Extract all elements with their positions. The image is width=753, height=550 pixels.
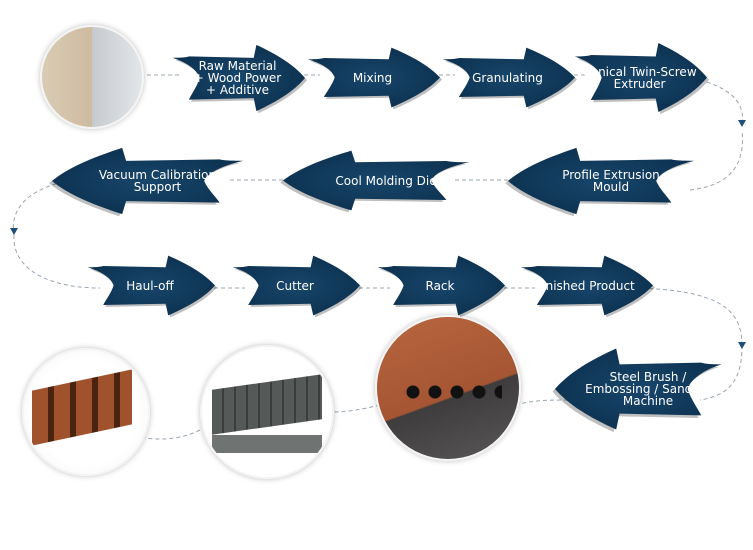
step-label: Rack [425,278,455,293]
right-arrow-icon [442,47,578,110]
step-arrow-granulating: Granulating [440,45,578,110]
right-arrow-icon [232,255,362,318]
step-arrow-rack: Rack [375,253,507,318]
raw-material-image [40,25,144,129]
step-arrow-raw-material: Raw Material + Wood Power + Additive [170,42,308,114]
step-arrow-steel-brush-embossing-sanding: Steel Brush / Embossing / Sanding Machin… [552,345,725,433]
grey-deck-board-image [200,345,334,479]
step-label: Haul-off [126,278,174,293]
step-label: Profile Extrusion Mould [562,168,660,194]
step-label: Conical Twin-Screw Extruder [582,64,697,91]
step-label: Granulating [472,70,543,85]
step-label: Vacuum Calibration Support [98,168,217,194]
step-label: Cutter [276,278,314,293]
left-arrow-icon [49,147,244,217]
wood-deck-board-image [22,348,150,476]
step-label: Steel Brush / Embossing / Sanding Machin… [585,370,711,408]
step-arrow-mixing: Mixing [305,45,443,110]
step-arrow-conical-twin-screw-extruder: Conical Twin-Screw Extruder [572,40,710,115]
step-arrow-finished-product: Finished Product [518,253,656,318]
left-arrow-icon [280,150,470,213]
step-arrow-cutter: Cutter [230,253,362,318]
step-arrow-cool-molding-die: Cool Molding Die [280,148,473,213]
step-arrow-haul-off: Haul-off [85,253,217,318]
left-arrow-icon [505,147,695,217]
right-arrow-icon [377,255,507,318]
left-arrow-icon [552,348,722,433]
step-arrow-vacuum-calibration-support: Vacuum Calibration Support [49,145,247,217]
right-arrow-icon [172,44,308,114]
step-label: Mixing [352,70,393,85]
hollow-deck-closeup-image [375,315,521,461]
step-label: Finished Product [536,278,635,293]
right-arrow-icon [307,47,443,110]
right-arrow-icon [87,255,217,318]
step-label: Raw Material + Wood Power + Additive [193,59,282,97]
step-arrow-profile-extrusion-mould: Profile Extrusion Mould [505,145,698,217]
right-arrow-icon [520,255,656,318]
step-label: Cool Molding Die [335,173,437,188]
right-arrow-icon [574,43,710,115]
